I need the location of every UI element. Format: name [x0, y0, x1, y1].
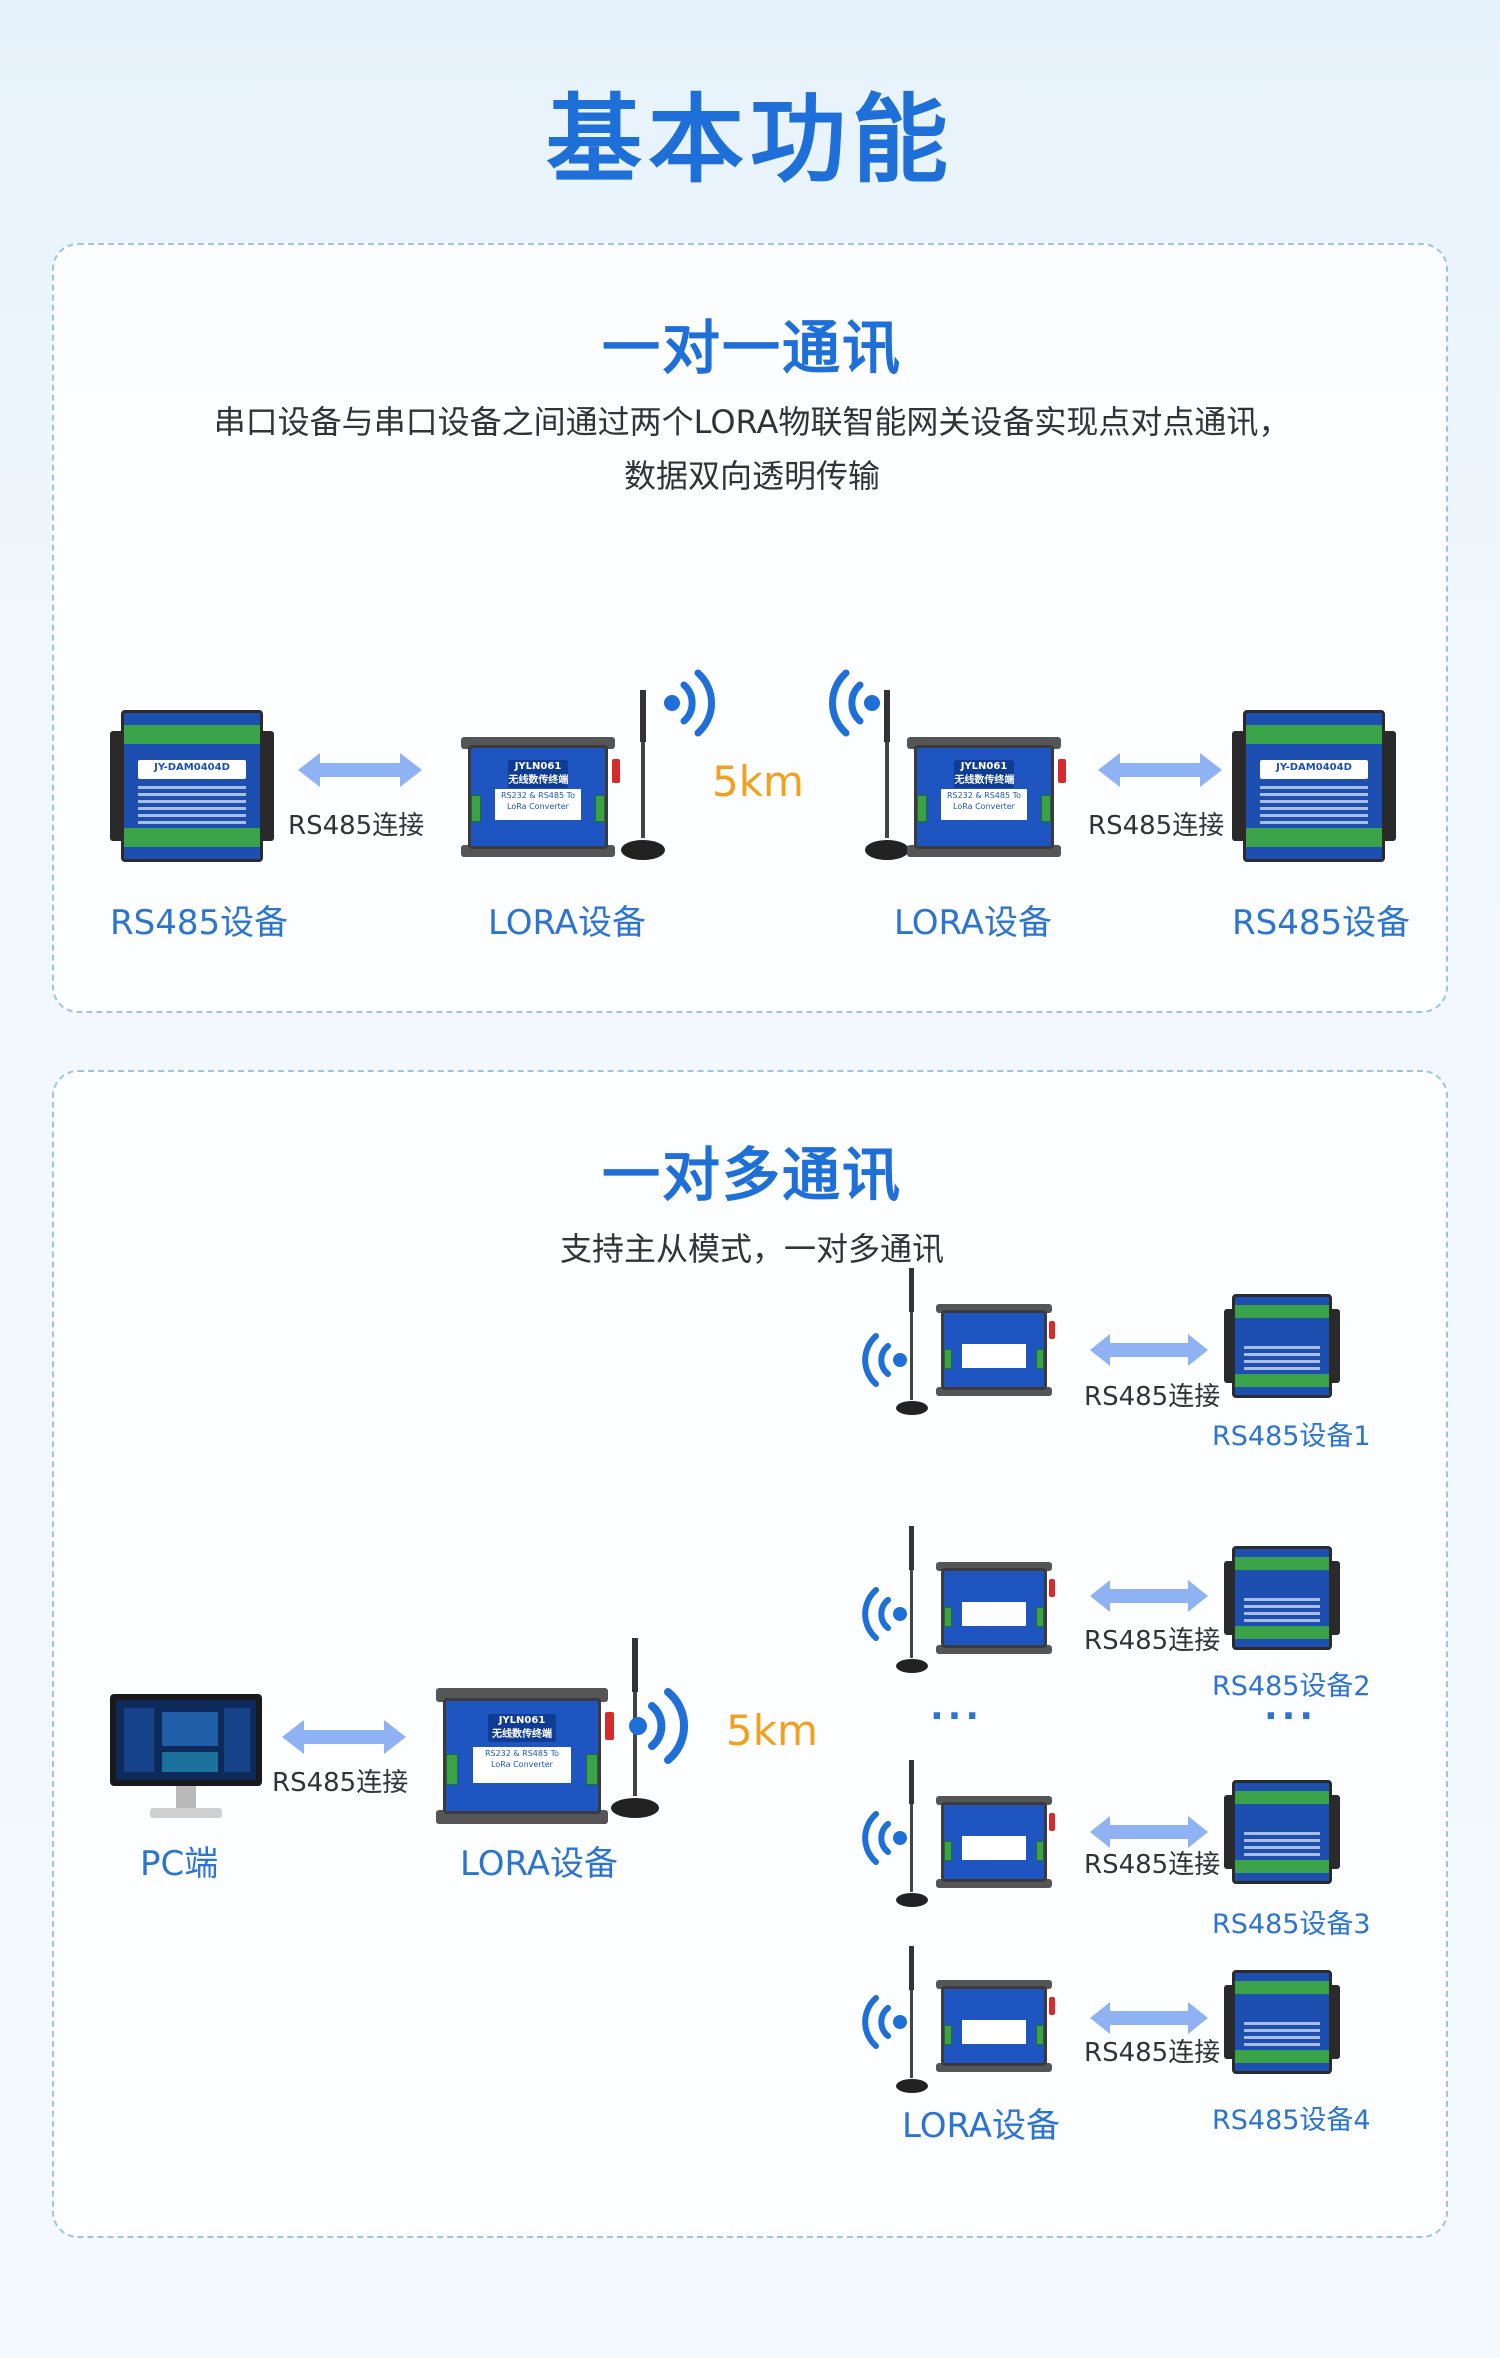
wifi-signal-icon [629, 1688, 688, 1764]
ellipsis-right: ··· [1264, 1696, 1318, 1737]
slave-link-label: RS485连接 [1084, 2038, 1221, 2068]
one-to-many-title: 一对多通讯 [601, 1141, 902, 1209]
slave-link-label: RS485连接 [1084, 1626, 1221, 1656]
lora-slave-device-3 [934, 1796, 1056, 1888]
rs485-device-label-left: RS485设备 [110, 903, 289, 943]
antenna-icon [621, 690, 665, 860]
distance-label: 5km [726, 1706, 818, 1755]
lora-slave-device-4 [934, 1980, 1056, 2072]
lora-tag: JYLN061 [960, 761, 1008, 773]
double-arrow-icon [1090, 1816, 1208, 1848]
distance-label: 5km [712, 757, 804, 806]
pc-label: PC端 [140, 1844, 219, 1884]
one-to-one-title: 一对一通讯 [601, 314, 902, 382]
rs485-module-left: JY-DAM0404D [110, 710, 274, 862]
lora-tag-cn: 无线数传终端 [954, 775, 1014, 787]
lora-slaves-label: LORA设备 [902, 2106, 1060, 2146]
antenna-icon [896, 1526, 928, 1673]
antenna-icon [611, 1638, 659, 1818]
lora-sub: RS232 & RS485 To [484, 1749, 560, 1759]
wifi-signal-icon [862, 1995, 907, 2049]
monitor-icon [110, 1694, 262, 1818]
wifi-signal-icon [862, 1811, 907, 1865]
wifi-signal-icon [862, 1587, 907, 1641]
one-to-many-panel: 一对多通讯 支持主从模式，一对多通讯 RS485连接 JYLN061 无线数传终端… [52, 1070, 1448, 2238]
lora-sub2: LoRa Converter [953, 801, 1015, 811]
rs485-module-right: JY-DAM0404D [1232, 710, 1396, 862]
wifi-signal-icon [664, 669, 715, 737]
lora-tag: JYLN061 [498, 1714, 546, 1726]
lora-tag-cn: 无线数传终端 [508, 775, 568, 787]
slave-device-label: RS485设备4 [1212, 2105, 1371, 2136]
lora-sub: RS232 & RS485 To [946, 791, 1022, 801]
double-arrow-icon [282, 1720, 406, 1754]
double-arrow-icon [1090, 1580, 1208, 1612]
lora-slave-device-1 [934, 1304, 1056, 1396]
slave-link-label: RS485连接 [1084, 1850, 1221, 1880]
slave-device-label: RS485设备1 [1212, 1421, 1371, 1452]
lora-tag: JYLN061 [514, 761, 562, 773]
one-to-one-desc-line1: 串口设备与串口设备之间通过两个LORA物联智能网关设备实现点对点通讯， [213, 403, 1291, 441]
double-arrow-icon [1090, 2002, 1208, 2034]
lora-sub2: LoRa Converter [507, 801, 569, 811]
double-arrow-icon [1090, 1334, 1208, 1366]
page-title: 基本功能 [546, 84, 954, 196]
rs485-slave-module-1 [1224, 1294, 1340, 1398]
lora-sub2: LoRa Converter [491, 1759, 553, 1769]
wifi-signal-icon [829, 669, 880, 737]
lora-sub: RS232 & RS485 To [500, 791, 576, 801]
antenna-icon [896, 1946, 928, 2093]
slave-device-label: RS485设备3 [1212, 1909, 1371, 1940]
double-arrow-icon [1098, 753, 1222, 787]
rs485-device-label-right: RS485设备 [1232, 903, 1411, 943]
lora-device-label-right: LORA设备 [894, 903, 1052, 943]
double-arrow-icon [298, 753, 422, 787]
rs485-link-label-master: RS485连接 [272, 1768, 409, 1798]
one-to-one-panel: 一对一通讯 串口设备与串口设备之间通过两个LORA物联智能网关设备实现点对点通讯… [52, 243, 1448, 1013]
antenna-icon [896, 1760, 928, 1907]
rs485-link-label-left: RS485连接 [288, 811, 425, 841]
rs485-slave-module-4 [1224, 1970, 1340, 2074]
lora-device-label-left: LORA设备 [488, 903, 646, 943]
rs485-slave-module-2 [1224, 1546, 1340, 1650]
antenna-icon [896, 1268, 928, 1415]
rs485-slave-module-3 [1224, 1780, 1340, 1884]
slave-link-label: RS485连接 [1084, 1382, 1221, 1412]
wifi-signal-icon [862, 1333, 907, 1387]
rs485-link-label-right: RS485连接 [1088, 811, 1225, 841]
slave-device-label: RS485设备2 [1212, 1671, 1371, 1702]
module-tag: JY-DAM0404D [1259, 759, 1369, 779]
lora-tag-cn: 无线数传终端 [492, 1728, 552, 1740]
ellipsis-left: ··· [930, 1696, 984, 1737]
lora-slave-device-2 [934, 1562, 1056, 1654]
lora-master-label: LORA设备 [460, 1844, 618, 1884]
one-to-one-desc-line2: 数据双向透明传输 [623, 457, 880, 495]
antenna-icon [865, 690, 909, 860]
module-tag: JY-DAM0404D [137, 759, 247, 779]
one-to-many-desc: 支持主从模式，一对多通讯 [559, 1230, 944, 1268]
